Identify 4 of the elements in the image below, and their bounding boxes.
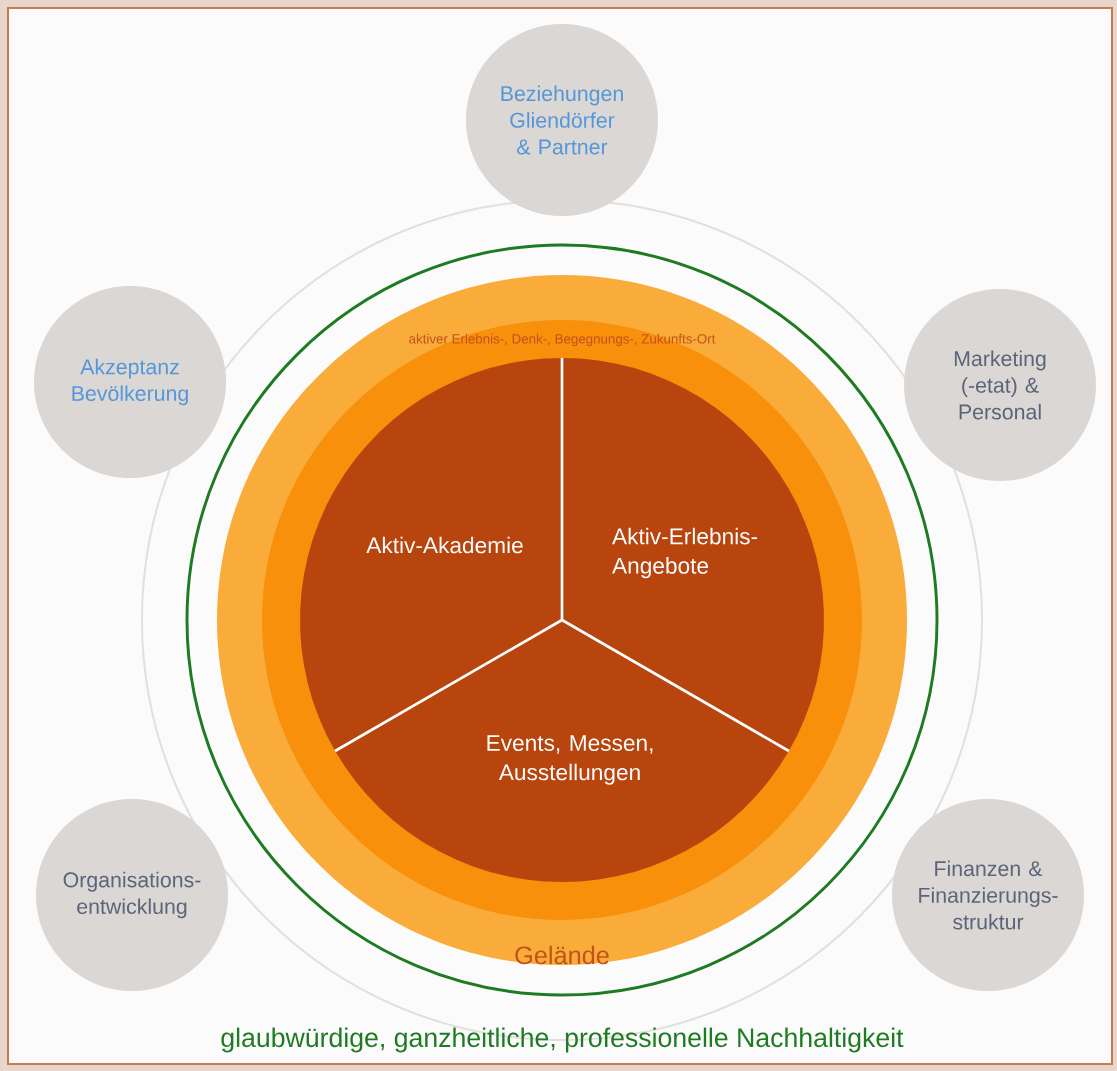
pie-sector: Events, Messen, Ausstellungen [335,620,789,882]
node-label: Aktiv-Erlebnis- Angebote [612,527,758,579]
node-label: Aktiv-Akademie [366,536,523,554]
caption: glaubwürdige, ganzheitliche, professionelle Nachhaltigkeit [221,1027,904,1053]
